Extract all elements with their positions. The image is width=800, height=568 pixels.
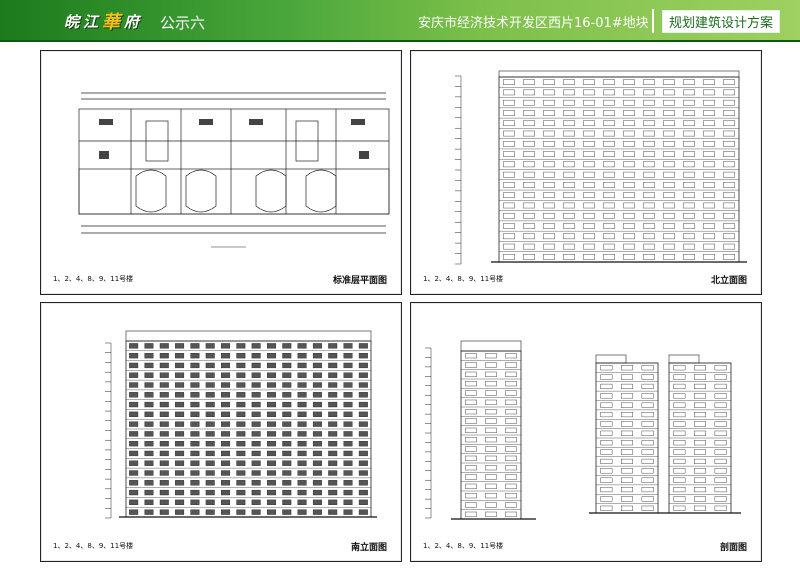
panel-floor-plan: 1、2、4、8、9、11号楼 标准层平面图 — [40, 50, 402, 295]
logo-char: 江 — [83, 12, 99, 31]
header-divider — [652, 9, 654, 33]
panel-caption: 北立面图 — [710, 276, 747, 286]
banner-shade — [0, 40, 800, 42]
logo-char-highlight: 華 — [102, 12, 121, 33]
panel-caption: 剖面图 — [719, 543, 747, 553]
north-elevation-drawing — [455, 70, 747, 265]
panel-caption: 南立面图 — [350, 543, 387, 553]
panel-buildings-label: 1、2、4、8、9、11号楼 — [423, 275, 504, 283]
panel-buildings-label: 1、2、4、8、9、11号楼 — [53, 542, 134, 550]
panel-north-elevation: 1、2、4、8、9、11号楼 北立面图 — [410, 50, 762, 295]
floor-plan-drawing — [78, 92, 390, 248]
panel-south-elevation: 1、2、4、8、9、11号楼 南立面图 — [40, 302, 402, 562]
south-elevation-drawing — [105, 330, 377, 519]
panel-caption: 标准层平面图 — [332, 276, 387, 286]
section-drawing — [425, 340, 741, 520]
logo-char: 府 — [124, 12, 140, 31]
logo: 皖 江 華 府 — [58, 10, 145, 33]
project-title: 安庆市经济技术开发区西片16-01#地块 — [418, 16, 649, 31]
panel-buildings-label: 1、2、4、8、9、11号楼 — [53, 275, 134, 283]
scheme-label: 规划建筑设计方案 — [662, 10, 781, 33]
panel-buildings-label: 1、2、4、8、9、11号楼 — [423, 542, 504, 550]
logo-char: 皖 — [64, 12, 80, 31]
panel-section: 1、2、4、8、9、11号楼 剖面图 — [410, 302, 762, 562]
page-subtitle: 公示六 — [160, 14, 206, 32]
